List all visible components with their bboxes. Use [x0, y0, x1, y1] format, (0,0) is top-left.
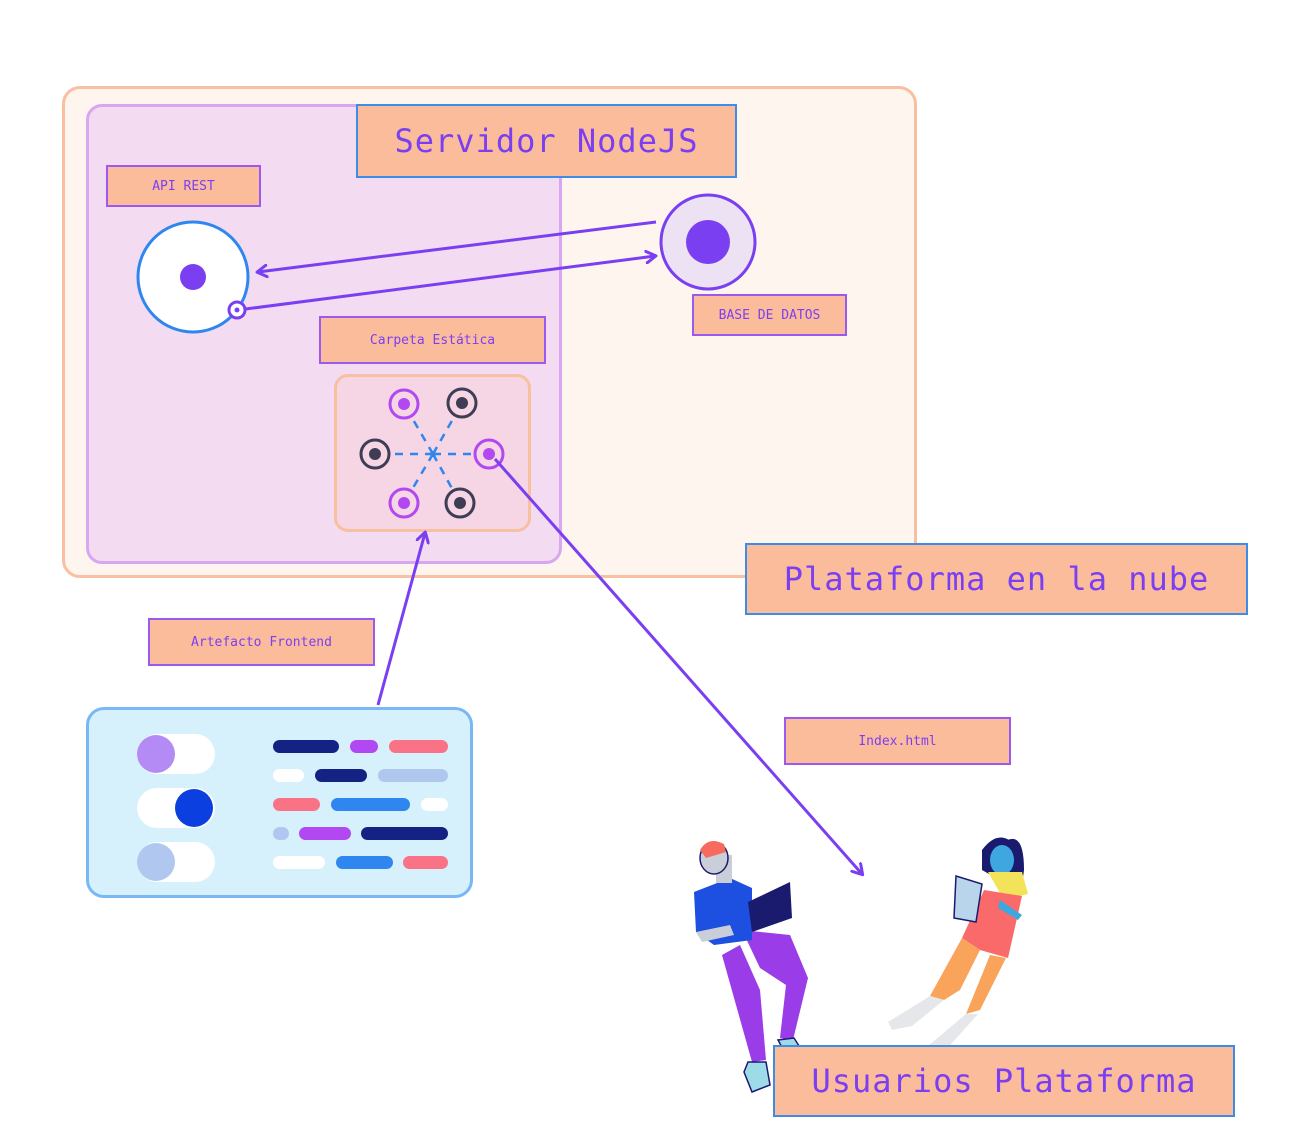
woman-with-tablet-figure: [888, 837, 1028, 1056]
index-to-users-arrow: [493, 458, 862, 874]
api-rest-label: API REST: [106, 165, 261, 207]
base-de-datos-label: BASE DE DATOS: [692, 294, 847, 336]
frontend-artifact-icon: [86, 707, 473, 898]
artifact-to-static-arrow: [376, 533, 425, 706]
usuarios-plataforma-label: Usuarios Plataforma: [773, 1045, 1235, 1117]
plataforma-nube-label: Plataforma en la nube: [745, 543, 1248, 615]
db-to-api-arrow: [258, 220, 657, 272]
database-node-icon: [659, 193, 757, 291]
carpeta-estatica-label: Carpeta Estática: [319, 316, 546, 364]
index-html-label: Index.html: [784, 717, 1011, 765]
toggle-switch: [137, 734, 215, 774]
toggle-switch: [137, 842, 215, 882]
artefacto-frontend-label: Artefacto Frontend: [148, 618, 375, 666]
static-files-network-icon: [359, 387, 505, 519]
api-to-db-arrow: [237, 256, 655, 312]
toggle-switch: [137, 788, 215, 828]
api-node-icon: [136, 220, 250, 334]
servidor-nodejs-label: Servidor NodeJS: [356, 104, 737, 178]
